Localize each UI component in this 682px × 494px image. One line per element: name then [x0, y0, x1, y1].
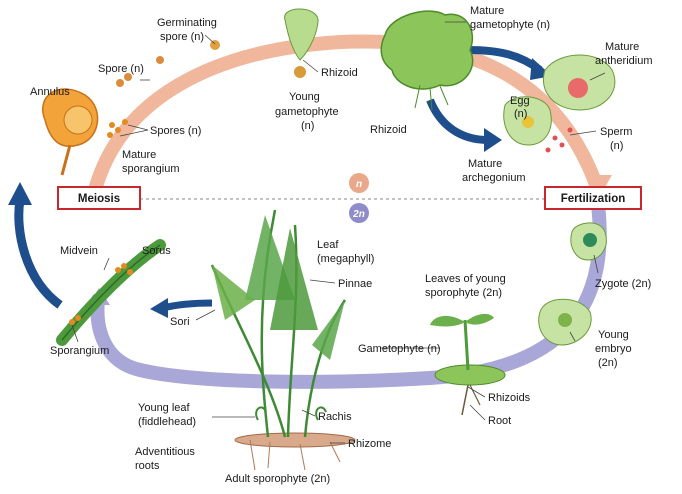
label-young-gametophyte-line3: (n) — [301, 120, 314, 132]
blue-arrow-mid-right-head — [484, 128, 502, 152]
haploid-marker-label: n — [356, 179, 362, 190]
label-germinating-spore-line1: Germinating — [157, 17, 217, 29]
label-young-leaf-line2: (fiddlehead) — [138, 416, 196, 428]
meiosis-label: Meiosis — [78, 193, 120, 205]
label-mature-archegonium-line2: archegonium — [462, 172, 526, 184]
label-young-gametophyte-line1: Young — [289, 91, 320, 103]
label-mature-gametophyte-line2: gametophyte (n) — [470, 19, 550, 31]
label-sperm-line1: Sperm — [600, 126, 632, 138]
label-spores: Spores (n) — [150, 125, 201, 137]
label-annulus: Annulus — [30, 86, 70, 98]
label-mature-archegonium-line1: Mature — [468, 158, 502, 170]
label-sporangium: Sporangium — [50, 345, 109, 357]
label-young-embryo-line3: (2n) — [598, 357, 618, 369]
label-young-embryo-line2: embryo — [595, 343, 632, 355]
label-pinnae: Pinnae — [338, 278, 372, 290]
blue-arrow-sori-head — [150, 298, 168, 318]
blue-arrow-mid-right — [430, 100, 488, 140]
label-young-embryo-line1: Young — [598, 329, 629, 341]
diploid-phase-band — [97, 205, 599, 382]
label-rhizoid-mid: Rhizoid — [370, 124, 407, 136]
label-young-gametophyte-line2: gametophyte — [275, 106, 339, 118]
label-leaves-young-sporophyte-line1: Leaves of young — [425, 273, 506, 285]
label-zygote: Zygote (2n) — [595, 278, 651, 290]
label-mature-sporangium-line2: sporangium — [122, 163, 179, 175]
young-embryo-illustration — [539, 299, 591, 345]
label-gametophyte: Gametophyte (n) — [358, 343, 441, 355]
label-rhizoid-top: Rhizoid — [321, 67, 358, 79]
label-spore: Spore (n) — [98, 63, 144, 75]
label-adventitious-roots-line1: Adventitious — [135, 446, 195, 458]
label-germinating-spore-line2: spore (n) — [160, 31, 204, 43]
blue-arrow-sori — [163, 303, 212, 308]
label-rhizome: Rhizome — [348, 438, 391, 450]
fertilization-label: Fertilization — [561, 193, 626, 205]
label-leaves-young-sporophyte-line2: sporophyte (2n) — [425, 287, 502, 299]
pinna-with-sori-illustration — [62, 245, 160, 340]
mature-gametophyte-illustration — [381, 11, 472, 110]
label-mature-gametophyte-line1: Mature — [470, 5, 504, 17]
diploid-marker-label: 2n — [352, 209, 365, 220]
blue-arrow-left-head — [8, 182, 32, 205]
label-mature-sporangium-line1: Mature — [122, 149, 156, 161]
label-adult-sporophyte: Adult sporophyte (2n) — [225, 473, 330, 485]
label-young-leaf-line1: Young leaf — [138, 402, 191, 414]
blue-arrow-left — [19, 200, 60, 305]
label-sori: Sori — [170, 316, 190, 328]
label-egg-line2: (n) — [514, 108, 527, 120]
label-egg-line1: Egg — [510, 95, 530, 107]
label-leaf-line1: Leaf — [317, 239, 339, 251]
label-sorus: Sorus — [142, 245, 171, 257]
zygote-illustration — [571, 223, 606, 260]
label-midvein: Midvein — [60, 245, 98, 257]
label-adventitious-roots-line2: roots — [135, 460, 160, 472]
label-mature-antheridium-line2: antheridium — [595, 55, 652, 67]
label-rachis: Rachis — [318, 411, 352, 423]
label-root: Root — [488, 415, 511, 427]
label-leaf-line2: (megaphyll) — [317, 253, 374, 265]
label-rhizoids: Rhizoids — [488, 392, 531, 404]
label-mature-antheridium-line1: Mature — [605, 41, 639, 53]
label-sperm-line2: (n) — [610, 140, 623, 152]
